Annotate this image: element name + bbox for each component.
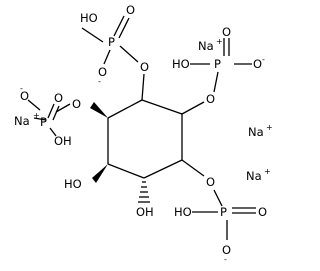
oxygen-label: O <box>54 91 63 105</box>
bond <box>33 117 47 121</box>
positive-charge: + <box>264 167 271 176</box>
bond <box>27 99 41 111</box>
phosphate-group-bottom-right: O HO P O O - <box>174 175 267 264</box>
ring-bond <box>143 159 183 179</box>
oxygen-label: O <box>253 57 262 71</box>
oxygen-label: O <box>206 92 215 106</box>
oxygen-label: O <box>72 97 81 111</box>
ring-hydroxyl-left: HO <box>64 177 82 191</box>
positive-charge: + <box>216 37 223 46</box>
negative-charge: - <box>262 55 265 64</box>
hydroxyl-label: HO <box>174 205 192 219</box>
bond <box>141 73 145 101</box>
bond <box>103 49 111 65</box>
oxygen-label: O <box>126 3 135 17</box>
phosphorus-label: P <box>220 205 227 219</box>
positive-charge: + <box>266 123 273 132</box>
sodium-label: Na <box>248 125 264 139</box>
ring-bond <box>107 99 143 119</box>
oxygen-label: O <box>98 65 107 79</box>
ring-bond <box>141 99 183 115</box>
hashed-bond <box>138 181 150 203</box>
wedge-bond <box>92 164 108 183</box>
sodium-label: Na <box>198 39 214 53</box>
negative-charge: - <box>98 77 101 86</box>
hydroxyl-label: OH <box>54 134 72 148</box>
structure-canvas: HO P O O - O Na + HO P O O - O O - O O P… <box>14 3 273 264</box>
bond <box>213 71 219 93</box>
bond-lines <box>27 15 256 240</box>
oxygen-label: O <box>222 25 231 39</box>
oxygen-label: O <box>258 205 267 219</box>
hydroxyl-label: HO <box>80 11 98 25</box>
oxygen-label: O <box>222 243 231 257</box>
bond <box>81 27 104 43</box>
negative-charge: - <box>20 84 23 93</box>
positive-charge: + <box>33 111 40 120</box>
phosphate-group-top-right: Na + HO P O O - O <box>172 25 265 106</box>
phosphate-group-top: HO P O O - O <box>80 3 149 86</box>
bond <box>55 103 71 113</box>
sodium-label: Na <box>246 169 262 183</box>
bond <box>118 17 130 39</box>
oxygen-label: O <box>140 60 149 74</box>
phosphorus-label: P <box>108 35 115 49</box>
negative-charge: - <box>224 255 227 264</box>
phosphorus-label: P <box>40 115 47 129</box>
phosphate-group-left: O - O O P Na + OH <box>14 84 81 148</box>
oxygen-label: O <box>20 89 29 103</box>
ring-hydroxyl-bottom: OH <box>136 205 154 219</box>
hydroxyl-label: HO <box>172 57 190 71</box>
bond <box>52 105 60 121</box>
ring-bond <box>107 163 145 179</box>
bond <box>119 45 139 63</box>
bond <box>47 103 55 119</box>
bond <box>213 189 223 207</box>
phosphorus-label: P <box>214 57 221 71</box>
sodium-ion-right: Na + <box>248 123 273 139</box>
wedge-bond <box>90 102 108 118</box>
bond <box>113 15 125 37</box>
oxygen-label: O <box>206 175 215 189</box>
bond <box>49 127 57 137</box>
sodium-label: Na <box>14 114 30 128</box>
bond <box>181 159 205 177</box>
molecule-drawing: HO P O O - O Na + HO P O O - O O - O O P… <box>14 3 273 264</box>
sodium-ion-lower: Na + <box>246 167 271 183</box>
bond <box>181 101 205 115</box>
